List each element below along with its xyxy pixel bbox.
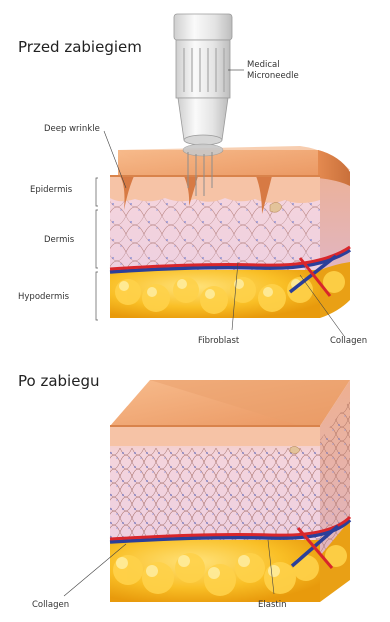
label-fibroblast: Fibroblast [198, 336, 239, 346]
label-hypodermis: Hypodermis [18, 292, 69, 302]
heading-before: Przed zabiegiem [18, 38, 142, 56]
skin-block-before [110, 146, 350, 318]
label-collagen-before: Collagen [330, 336, 367, 346]
label-deep-wrinkle: Deep wrinkle [44, 124, 100, 134]
label-elastin: Elastin [258, 600, 286, 610]
label-device-line1: Medical [247, 60, 280, 70]
label-dermis: Dermis [44, 235, 74, 245]
heading-after: Po zabiegu [18, 372, 99, 390]
label-epidermis: Epidermis [30, 185, 72, 195]
layer-brackets [96, 178, 98, 320]
label-device-line2: Microneedle [247, 71, 299, 81]
label-collagen-after: Collagen [32, 600, 69, 610]
skin-block-after [110, 380, 350, 602]
